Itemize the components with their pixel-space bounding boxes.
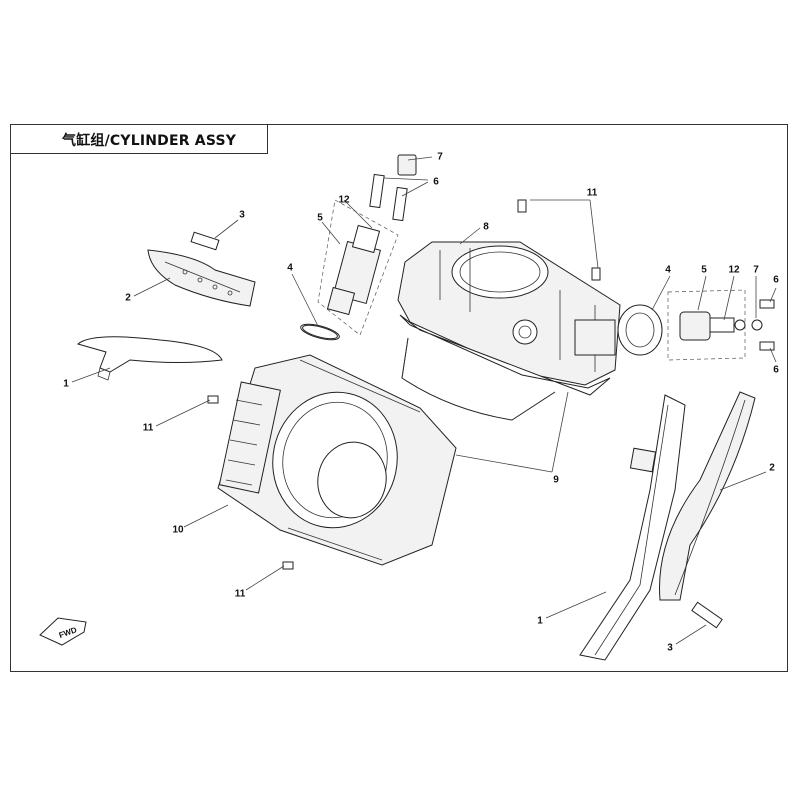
chain-guide-right xyxy=(659,391,756,601)
callout-2-right: 2 xyxy=(769,463,775,474)
tensioner-left xyxy=(300,154,417,341)
callout-5-right: 5 xyxy=(701,265,707,276)
chain-rail-right xyxy=(579,394,686,661)
cylinder-barrel xyxy=(401,337,556,421)
callout-9: 9 xyxy=(553,475,559,486)
dowel-top-right xyxy=(591,267,601,281)
diagram-frame xyxy=(10,124,788,672)
callout-1-left: 1 xyxy=(63,379,69,390)
callout-12-right: 12 xyxy=(728,265,740,276)
callout-2-left: 2 xyxy=(125,293,131,304)
callouts: 7 6 12 5 3 2 4 8 11 1 11 10 11 9 4 5 12 … xyxy=(63,152,779,654)
pin-left xyxy=(190,231,220,251)
dowel-bottom xyxy=(282,561,294,570)
leader-lines xyxy=(71,156,777,645)
callout-7-right: 7 xyxy=(753,265,759,276)
callout-6-top: 6 xyxy=(433,177,439,188)
cylinder-head xyxy=(397,241,621,396)
callout-11-mid: 11 xyxy=(143,423,154,434)
callout-6-right-top: 6 xyxy=(773,275,779,286)
chain-guide-left xyxy=(147,249,256,307)
callout-6-right-bottom: 6 xyxy=(773,365,779,376)
tensioner-right xyxy=(617,289,775,361)
diagram-title: 气缸组/CYLINDER ASSY xyxy=(62,133,237,149)
dowel-mid xyxy=(207,395,219,404)
callout-5-left: 5 xyxy=(317,213,323,224)
cylinder-block xyxy=(217,354,457,566)
callout-4-left: 4 xyxy=(287,263,293,274)
callout-11-bottom: 11 xyxy=(235,589,246,600)
dowel-top-left xyxy=(517,199,527,213)
callout-3-left: 3 xyxy=(239,210,245,221)
title-box xyxy=(10,124,268,154)
fwd-arrow: FWD xyxy=(39,617,87,646)
callout-10: 10 xyxy=(172,525,184,536)
callout-1-right: 1 xyxy=(537,616,543,627)
callout-8: 8 xyxy=(483,222,489,233)
callout-11-top: 11 xyxy=(587,188,598,199)
callout-12-left: 12 xyxy=(338,195,350,206)
gasket-left xyxy=(302,324,338,340)
chain-rail-left xyxy=(76,336,223,381)
pin-right xyxy=(691,601,723,629)
callout-4-right: 4 xyxy=(665,265,671,276)
callout-7-top: 7 xyxy=(437,152,443,163)
callout-3-right: 3 xyxy=(667,643,673,654)
